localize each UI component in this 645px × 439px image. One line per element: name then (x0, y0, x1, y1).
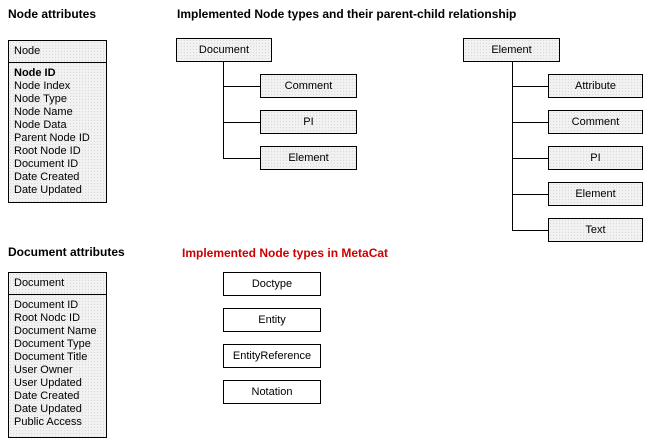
document-attr-row: Root Nodc ID (14, 312, 81, 324)
document-attr-row: Date Created (14, 390, 80, 402)
element-tree-child-comment-box: Comment (548, 110, 643, 134)
element-tree-child-element-box: Element (548, 182, 643, 206)
element-tree-branch-line (512, 86, 548, 87)
element-tree-branch-line (512, 230, 548, 231)
document-attr-row: Date Updated (14, 403, 82, 415)
node-attr-row: Node Data (14, 119, 67, 131)
node-types-tree-heading: Implemented Node types and their parent-… (177, 7, 517, 21)
document-attr-row: User Updated (14, 377, 82, 389)
element-tree-child-pi-box: PI (548, 146, 643, 170)
document-tree-child-pi-box: PI (260, 110, 357, 134)
node-attr-row: Node Index (14, 80, 71, 92)
document-tree-branch-line (223, 122, 260, 123)
metacat-type-doctype-box: Doctype (223, 272, 321, 296)
node-attr-row: Date Created (14, 171, 80, 183)
element-tree-root-box: Element (463, 38, 560, 62)
node-attributes-heading: Node attributes (8, 7, 97, 21)
metacat-type-entity-box: Entity (223, 308, 321, 332)
document-attr-row: Document ID (14, 299, 79, 311)
node-attr-row: Date Updated (14, 184, 82, 196)
document-attr-row: User Owner (14, 364, 73, 376)
document-table-body: Document ID Root Nodc ID Document Name D… (9, 295, 106, 429)
document-attributes-heading: Document attributes (8, 245, 125, 259)
node-attributes-table: Node Node ID Node Index Node Type Node N… (8, 40, 107, 203)
document-attr-row: Document Title (14, 351, 88, 363)
node-table-header: Node (9, 41, 106, 63)
document-tree-child-comment-box: Comment (260, 74, 357, 98)
node-attr-row: Root Node ID (14, 145, 81, 157)
element-tree-branch-line (512, 158, 548, 159)
element-tree-branch-line (512, 194, 548, 195)
document-tree-root-box: Document (176, 38, 272, 62)
document-attr-row: Document Name (14, 325, 97, 337)
node-attr-row: Node Name (14, 106, 73, 118)
element-tree-branch-line (512, 122, 548, 123)
metacat-type-entityreference-box: EntityReference (223, 344, 321, 368)
document-attr-row: Public Access (14, 416, 82, 428)
metacat-types-heading: Implemented Node types in MetaCat (182, 246, 389, 260)
node-attr-row: Node ID (14, 67, 56, 79)
document-table-header: Document (9, 273, 106, 295)
node-table-body: Node ID Node Index Node Type Node Name N… (9, 63, 106, 197)
document-attr-row: Document Type (14, 338, 91, 350)
document-tree-branch-line (223, 86, 260, 87)
document-tree-child-element-box: Element (260, 146, 357, 170)
document-attributes-table: Document Document ID Root Nodc ID Docume… (8, 272, 107, 438)
element-tree-child-text-box: Text (548, 218, 643, 242)
node-attr-row: Node Type (14, 93, 68, 105)
node-attr-row: Parent Node ID (14, 132, 90, 144)
element-tree-child-attribute-box: Attribute (548, 74, 643, 98)
document-tree-branch-line (223, 158, 260, 159)
node-attr-row: Document ID (14, 158, 79, 170)
metacat-type-notation-box: Notation (223, 380, 321, 404)
element-tree-trunk-line (512, 62, 513, 231)
document-tree-trunk-line (223, 62, 224, 159)
